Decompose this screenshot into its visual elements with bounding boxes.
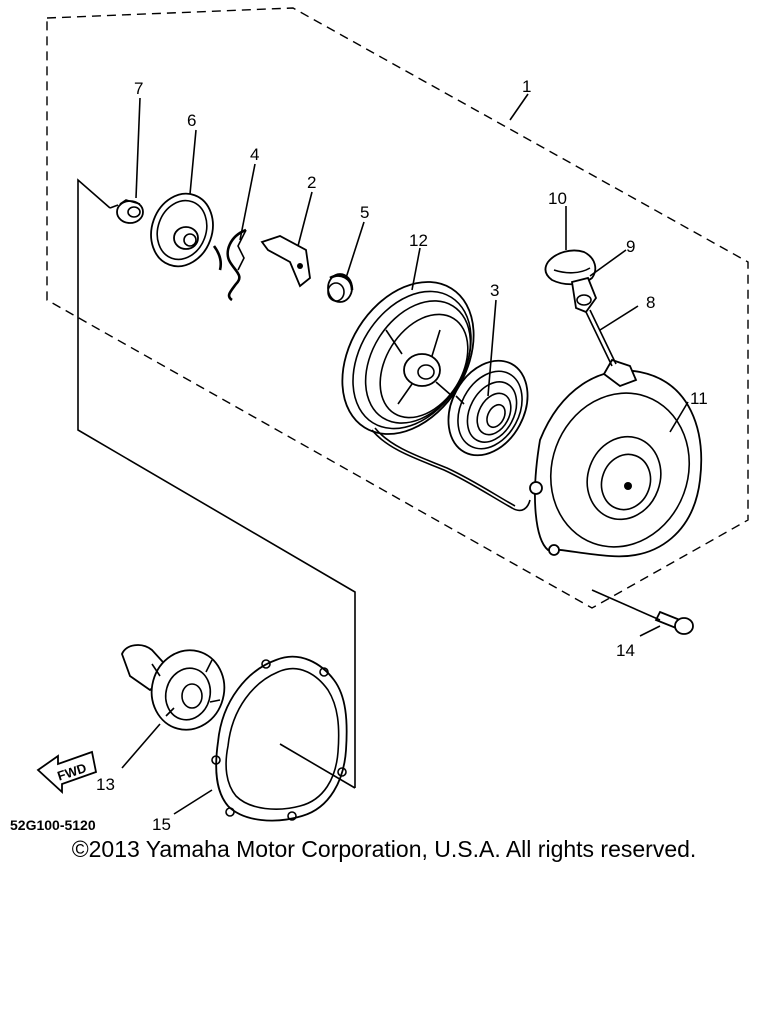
gasket-part-15[interactable] xyxy=(211,655,348,822)
pawl-part-2[interactable] xyxy=(260,235,311,288)
starter-case-part-11[interactable] xyxy=(529,358,710,567)
callout-2: 2 xyxy=(307,173,316,192)
recoil-spring-part-3[interactable] xyxy=(433,347,544,469)
nut-part-7[interactable] xyxy=(116,199,144,224)
callout-8: 8 xyxy=(646,293,655,312)
callout-11: 11 xyxy=(690,389,708,408)
fwd-arrow-icon: FWD xyxy=(36,750,98,795)
callout-12: 12 xyxy=(409,231,428,250)
callout-5: 5 xyxy=(360,203,369,222)
callout-7: 7 xyxy=(134,79,143,98)
assembly-outline xyxy=(46,7,749,609)
callout-4: 4 xyxy=(250,145,259,164)
starter-rope xyxy=(371,429,531,512)
starter-handle-part-10[interactable] xyxy=(544,249,597,286)
callout-9: 9 xyxy=(626,237,635,256)
clip-spring-part-4[interactable] xyxy=(212,228,247,302)
callout-6: 6 xyxy=(187,111,196,130)
grip-part-9[interactable] xyxy=(570,276,598,314)
drive-plate-part-6[interactable] xyxy=(141,185,223,275)
callout-14: 14 xyxy=(616,641,635,660)
pulley-part-12[interactable] xyxy=(315,258,500,459)
spring-part-5[interactable] xyxy=(327,273,354,303)
leader-lines xyxy=(121,93,689,815)
callout-1: 1 xyxy=(522,77,531,96)
callout-15: 15 xyxy=(152,815,171,834)
rope-part-8 xyxy=(585,311,613,367)
bolt-part-14[interactable] xyxy=(654,610,694,635)
callout-10: 10 xyxy=(548,189,567,208)
callout-3: 3 xyxy=(490,281,499,300)
connection-lines xyxy=(77,178,356,788)
copyright-notice: ©2013 Yamaha Motor Corporation, U.S.A. A… xyxy=(71,836,697,862)
callout-13: 13 xyxy=(96,775,115,794)
drawing-code: 52G100-5120 xyxy=(10,817,96,833)
starter-pulley-part-13[interactable] xyxy=(121,642,233,738)
